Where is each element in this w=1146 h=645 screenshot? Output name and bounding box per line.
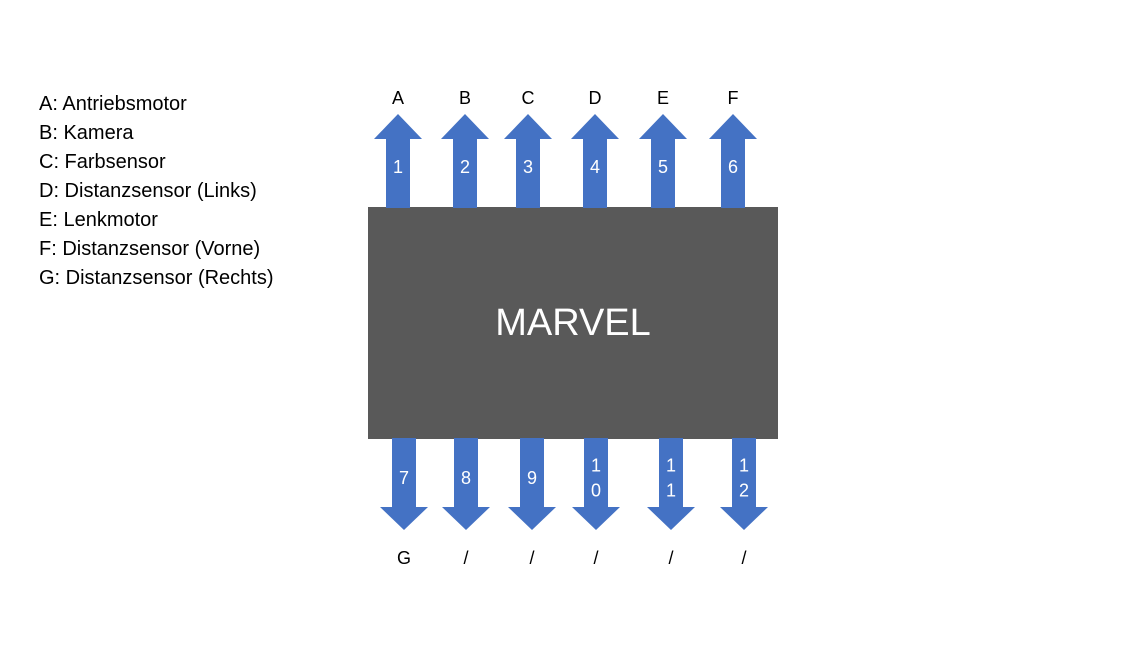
port-label: / [463, 548, 468, 568]
marvel-chip: MARVEL [368, 207, 778, 439]
port-number: 9 [527, 468, 537, 488]
port-label: B [459, 88, 471, 108]
arrow-up-icon [441, 114, 489, 208]
arrow-up-icon [639, 114, 687, 208]
legend-item-b: B: Kamera [39, 122, 134, 144]
port-label: D [589, 88, 602, 108]
port-number: 6 [728, 157, 738, 177]
arrow-down-icon [508, 438, 556, 530]
port-label: G [397, 548, 411, 568]
arrow-down-icon [647, 438, 695, 530]
port-label: F [728, 88, 739, 108]
port-label: / [593, 548, 598, 568]
port-label: / [741, 548, 746, 568]
port-label: C [522, 88, 535, 108]
port-number: 4 [590, 157, 600, 177]
legend-item-a: A: Antriebsmotor [39, 93, 187, 115]
arrow-down-icon [442, 438, 490, 530]
port-label: E [657, 88, 669, 108]
legend: A: Antriebsmotor B: Kamera C: Farbsensor… [39, 90, 274, 293]
port-number: 1 [393, 157, 403, 177]
port-label: / [529, 548, 534, 568]
legend-item-g: G: Distanzsensor (Rechts) [39, 267, 274, 289]
arrow-up-icon [571, 114, 619, 208]
chip-title: MARVEL [495, 302, 651, 344]
legend-item-f: F: Distanzsensor (Vorne) [39, 238, 261, 260]
arrow-up-icon [374, 114, 422, 208]
port-label: A [392, 88, 404, 108]
arrow-down-icon [380, 438, 428, 530]
arrow-up-icon [504, 114, 552, 208]
arrow-down-icon [572, 438, 620, 530]
legend-item-e: E: Lenkmotor [39, 209, 158, 231]
arrow-up-icon [709, 114, 757, 208]
port-number: 5 [658, 157, 668, 177]
legend-item-c: C: Farbsensor [39, 151, 166, 173]
port-number: 2 [460, 157, 470, 177]
port-label: / [668, 548, 673, 568]
port-number: 8 [461, 468, 471, 488]
port-number: 3 [523, 157, 533, 177]
port-number: 7 [399, 468, 409, 488]
arrow-down-icon [720, 438, 768, 530]
legend-item-d: D: Distanzsensor (Links) [39, 180, 257, 202]
